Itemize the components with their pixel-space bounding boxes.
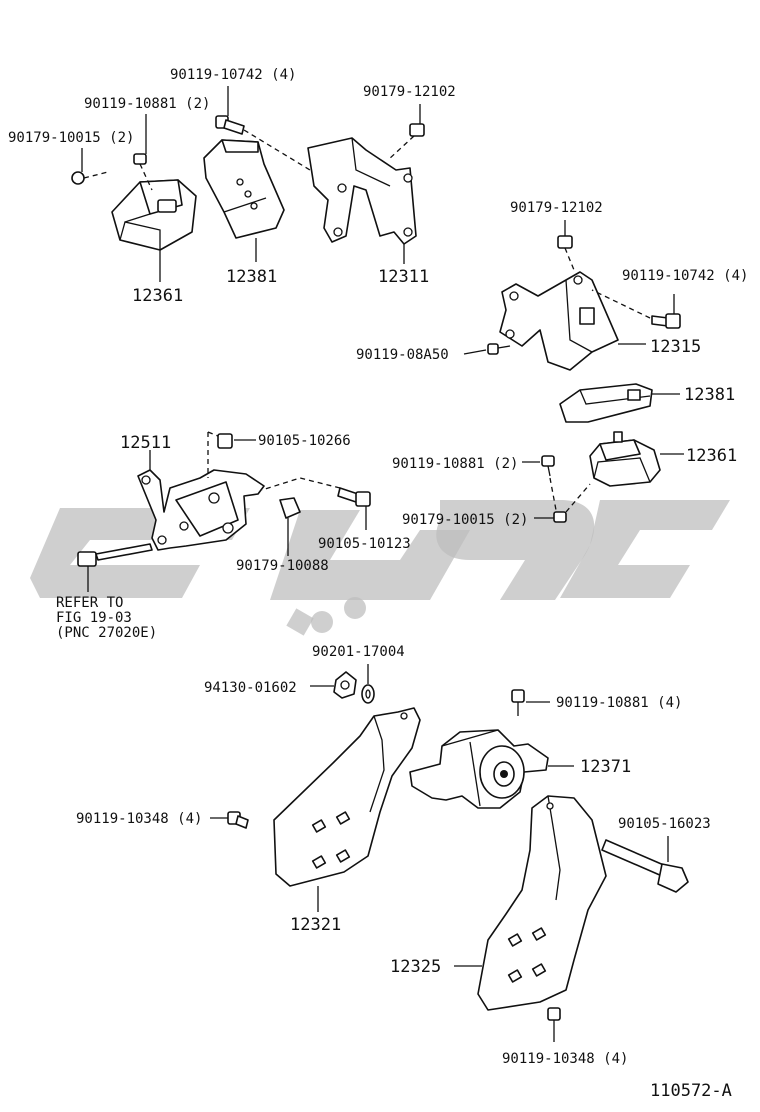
bolt-90105-10123 [261,477,371,530]
label-90119-10742-top: 90119-10742 (4) [170,67,296,83]
label-12315: 12315 [650,337,701,357]
label-90119-10881-mid: 90119-10881 (2) [392,456,518,472]
engine-mount-12361-mid [589,431,661,487]
watermark-logo [30,500,730,636]
bolt-90119-10742-top [215,115,311,171]
label-90119-10348-bottom: 90119-10348 (4) [502,1051,628,1067]
bolt-90119-10881-low [511,689,525,716]
label-90179-10015-mid: 90179-10015 (2) [402,512,528,528]
label-refer-line-2: FIG 19-03 [56,610,132,626]
bracket-12325 [477,795,607,1011]
engine-mount-12381-top [203,139,285,239]
label-refer-line-3: (PNC 27020E) [56,625,157,641]
bolt-90119-08A50 [487,343,511,355]
bracket-12321 [273,707,421,887]
bracket-12511 [137,469,265,551]
label-90119-10348-left: 90119-10348 (4) [76,811,202,827]
label-90179-12102-top: 90179-12102 [363,84,456,100]
label-12511: 12511 [120,433,171,453]
label-12381-mid: 12381 [684,385,735,405]
engine-mount-12361-top [111,179,197,251]
nut-94130-01602 [333,671,357,699]
label-90119-10881-low: 90119-10881 (4) [556,695,682,711]
label-12321: 12321 [290,915,341,935]
label-90119-10881-top: 90119-10881 (2) [84,96,210,112]
label-90105-16023: 90105-16023 [618,816,711,832]
bracket-12311 [307,137,417,245]
label-12381-top: 12381 [226,267,277,287]
label-90201-17004: 90201-17004 [312,644,405,660]
bolt-90119-10742-mid [591,289,681,329]
bolt-90105-16023 [601,836,689,893]
nut-90179-12102-top [387,123,425,161]
label-90179-10088: 90179-10088 [236,558,329,574]
label-90105-10266: 90105-10266 [258,433,351,449]
label-12325: 12325 [390,957,441,977]
nut-90179-10015-mid [553,483,591,523]
bolt-90119-10881-mid [541,455,557,511]
label-90105-10123: 90105-10123 [318,536,411,552]
label-refer-line-1: REFER TO [56,595,123,611]
bracket-12315 [499,271,619,371]
long-bolt-refer-fig-19-03 [77,543,153,592]
engine-mount-12381-mid [559,383,653,423]
washer-90201-17004 [361,684,375,704]
label-90179-12102-mid: 90179-12102 [510,200,603,216]
drawing-number: 110572-A [650,1081,732,1101]
label-90179-10015-top: 90179-10015 (2) [8,130,134,146]
bolt-90119-10881-top [133,153,153,191]
bolt-90179-10015-top [71,171,109,185]
label-12361-mid: 12361 [686,446,737,466]
bolt-90119-10348-left [227,811,249,829]
labels: 90119-10742 (4) 90119-10881 (2) 90179-12… [8,67,748,1101]
label-12311: 12311 [378,267,429,287]
bolt-90105-10266 [207,431,233,478]
label-90119-10742-mid: 90119-10742 (4) [622,268,748,284]
label-12361-top: 12361 [132,286,183,306]
label-12371: 12371 [580,757,631,777]
nut-90179-12102-mid [557,235,575,271]
collar-90179-10088 [279,497,301,556]
leader-lines [81,86,684,967]
label-90119-08A50: 90119-08A50 [356,347,449,363]
engine-mount-12371 [409,729,549,809]
label-94130-01602: 94130-01602 [204,680,297,696]
bolt-90119-10348-bottom [547,1007,561,1042]
